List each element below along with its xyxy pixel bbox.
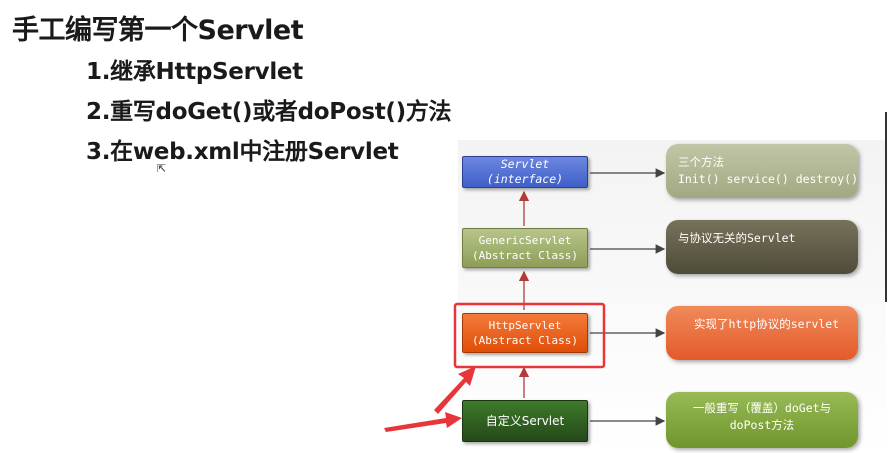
node-generic-servlet: GenericServlet (Abstract Class) <box>462 228 588 268</box>
highlight-box <box>453 302 606 369</box>
pointer-arrow-up <box>434 366 476 414</box>
node-http-servlet: HttpServlet (Abstract Class) <box>462 313 588 353</box>
node-custom-servlet: 自定义Servlet <box>462 400 588 442</box>
node-servlet: Servlet (interface) <box>462 156 588 188</box>
desc-generic-servlet: 与协议无关的Servlet <box>666 220 858 274</box>
step-2: 2.重写doGet()或者doPost()方法 <box>86 99 452 125</box>
desc-http-servlet: 实现了http协议的servlet <box>666 306 858 360</box>
desc-servlet: 三个方法 Init() service() destroy() <box>666 144 858 198</box>
step-3: 3.在web.xml中注册Servlet <box>86 139 399 165</box>
right-border-line <box>885 112 887 302</box>
mouse-cursor-icon: ⇱ <box>157 162 167 175</box>
pointer-arrow-right <box>384 412 462 432</box>
step-1: 1.继承HttpServlet <box>86 59 303 85</box>
desc-custom-servlet: 一般重写（覆盖）doGet与 doPost方法 <box>666 392 858 448</box>
page-title: 手工编写第一个Servlet <box>12 15 304 46</box>
